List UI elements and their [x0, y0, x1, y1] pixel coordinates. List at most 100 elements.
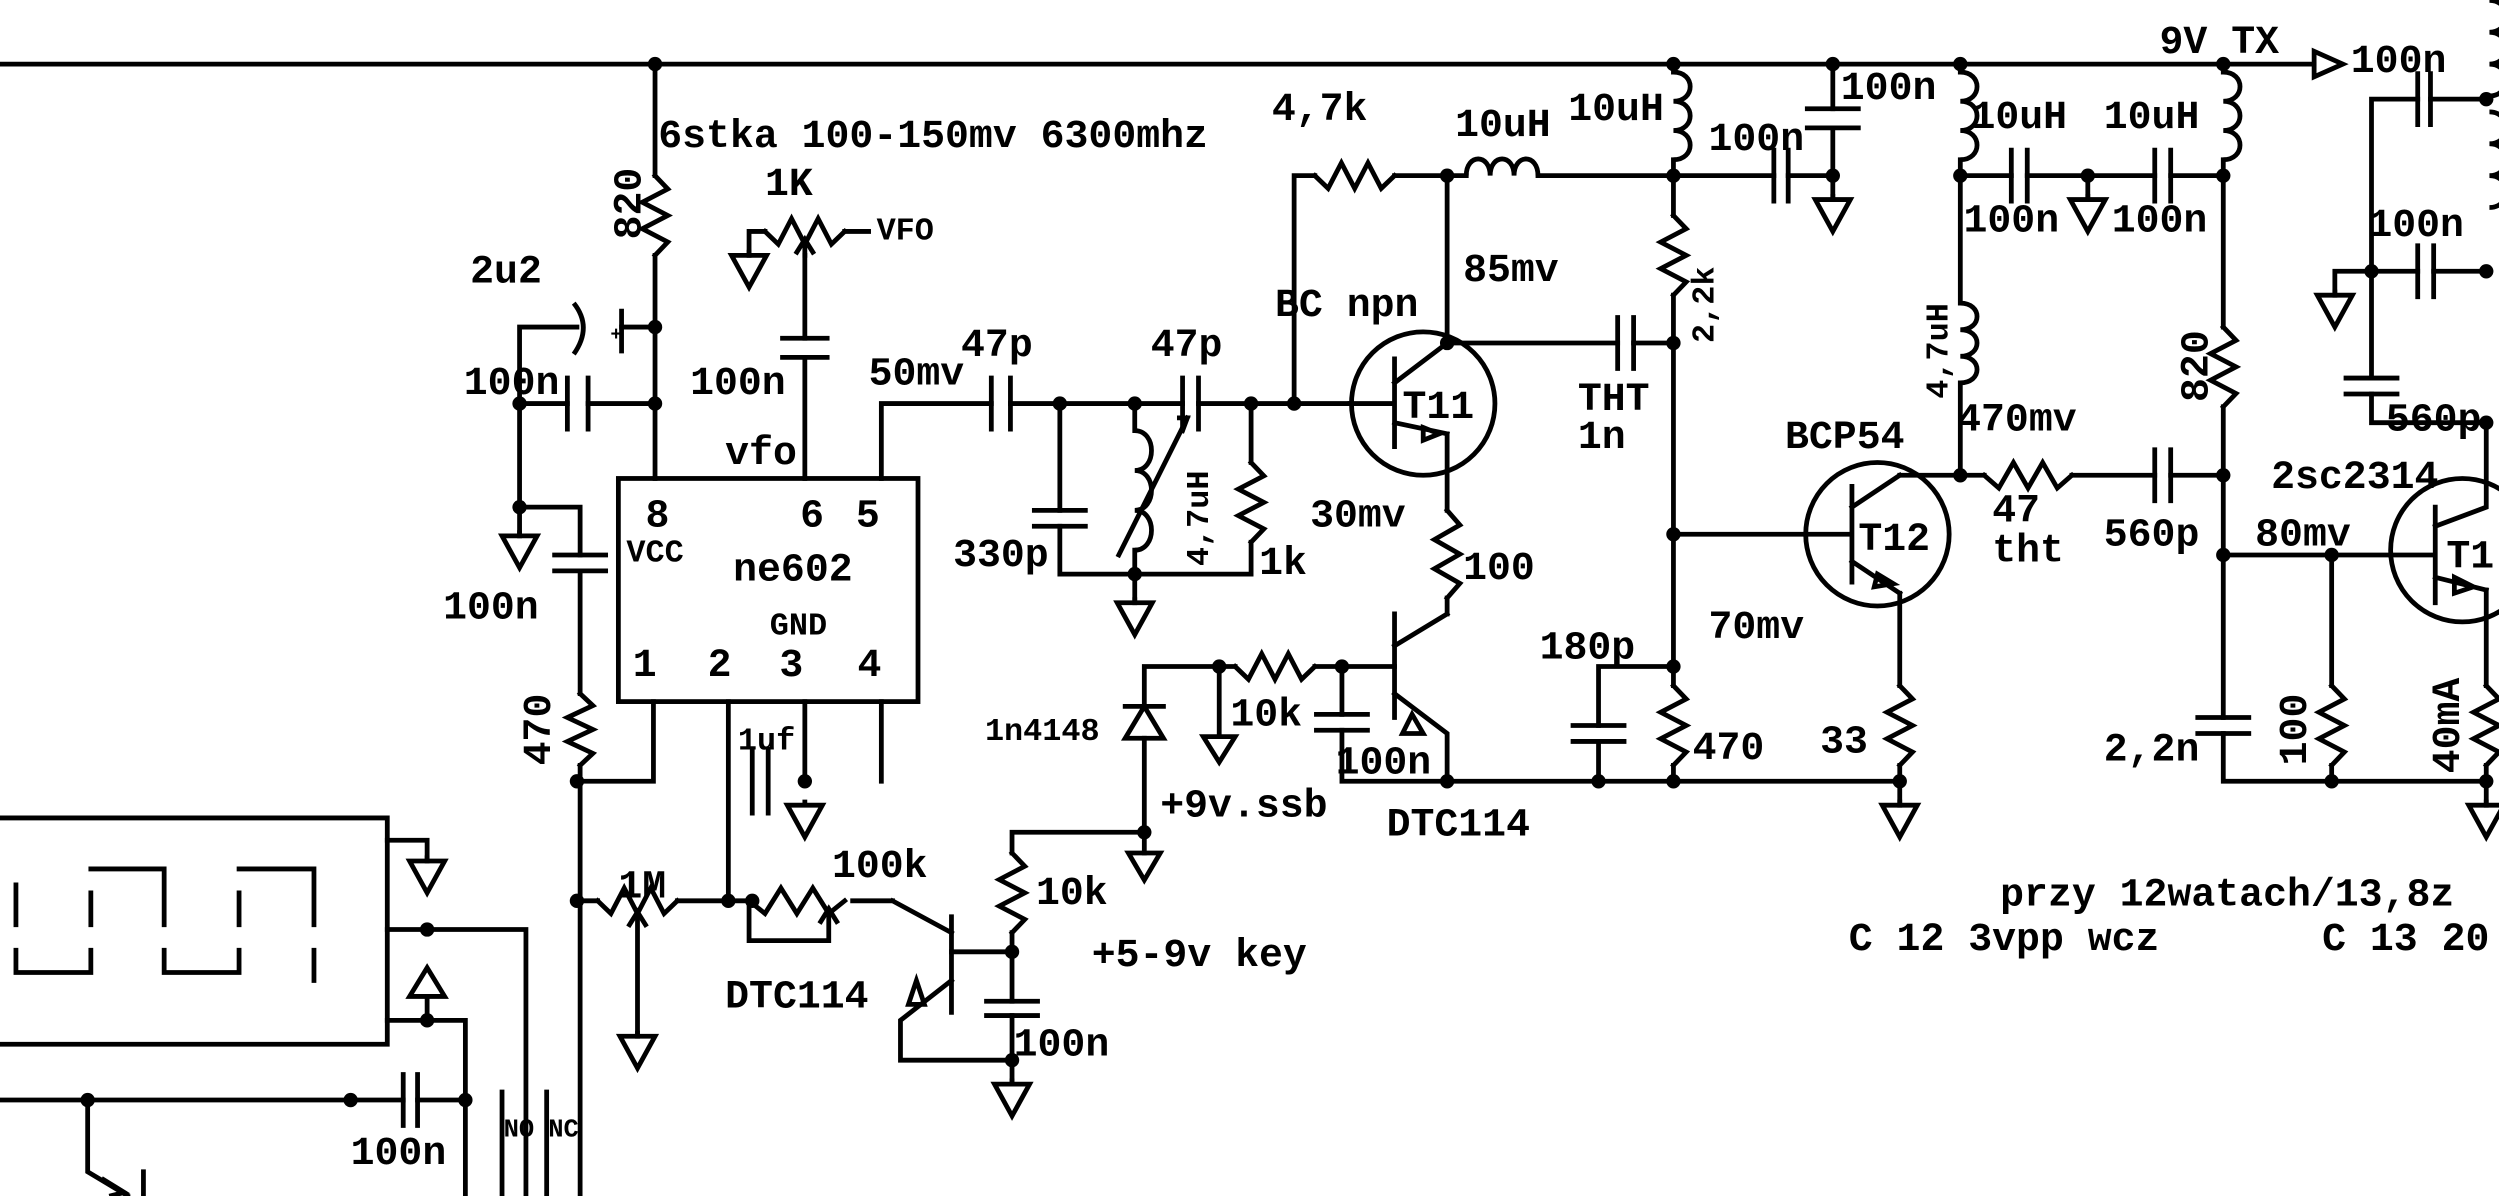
inductor-label: 4,7uH: [1921, 303, 1958, 399]
resistor: [1311, 157, 1398, 194]
junction-dot: [1439, 335, 1455, 351]
junction-dot: [721, 893, 736, 908]
voltage-label: 85mv: [1463, 248, 1559, 293]
resistor: [1881, 682, 1918, 769]
components: [80, 0, 2499, 1128]
ground-icon: [1878, 799, 1922, 843]
junction-dot: [1892, 774, 1907, 789]
junction-dot: [1825, 168, 1840, 183]
junction-dot: [458, 1092, 473, 1108]
ic-pin-label: vfo: [725, 431, 797, 476]
resistor-label: 10k: [1036, 871, 1108, 916]
resistor: [1231, 648, 1319, 685]
ground-icon: [615, 1030, 660, 1074]
junction-dot: [1953, 56, 1968, 72]
junction-dot: [1243, 396, 1259, 411]
voltage-label: 30mv: [1310, 493, 1406, 538]
capacitor: [2415, 243, 2437, 300]
cap-label: 2u2: [470, 249, 542, 294]
capacitor: [2415, 71, 2433, 128]
capacitor: [1314, 711, 1370, 733]
resistor-label: 820: [2174, 330, 2219, 402]
transistor-type-label: DTC114: [1387, 802, 1530, 847]
resistor-label: 100: [2273, 694, 2318, 766]
cap-label: 100n: [1841, 66, 1937, 111]
cap-label: 47p: [1151, 323, 1223, 368]
junction-dot: [1666, 527, 1681, 542]
cap-label: 100n: [351, 1131, 447, 1176]
resistor: [745, 883, 849, 919]
junction-dot: [2080, 168, 2095, 183]
ic-pin-label: GND: [770, 608, 827, 645]
rail-label: 9V TX: [2160, 20, 2280, 65]
resistor: [1655, 682, 1692, 769]
junction-dot: [419, 922, 435, 937]
cap-label: 100n: [1336, 740, 1432, 785]
cap-label: 2,2n: [2104, 728, 2200, 773]
pot-label: 100k: [832, 844, 928, 889]
capacitor: [2152, 447, 2174, 504]
junction-dot: [1137, 825, 1152, 840]
cap-label: 180p: [1540, 626, 1636, 671]
cap-label: 100n: [2368, 203, 2464, 248]
cap-label: 100n: [690, 361, 786, 406]
capacitor-2u2: +: [571, 301, 624, 356]
wire: [2332, 96, 2489, 426]
resistor-label: tht: [1992, 528, 2064, 573]
cap-label: 1n: [1578, 415, 1626, 460]
ic-ne602: [615, 476, 921, 704]
resistor-label: 47: [1992, 489, 2040, 534]
switch-label: NC: [548, 1116, 579, 1145]
junction-dot: [1953, 168, 1968, 183]
ssb-label: +9v.ssb: [1160, 783, 1327, 828]
wire: [850, 664, 1345, 1087]
junction-dot: [1666, 659, 1681, 674]
junction-dot: [1953, 468, 1968, 483]
junction-dot: [2324, 774, 2339, 789]
resistor-label: 2,2k: [1686, 267, 1723, 343]
junction-dot: [1286, 396, 1302, 411]
resistor-label: 470: [1693, 726, 1765, 771]
resistor-label: 1k: [1259, 541, 1307, 586]
junction-dot: [1212, 659, 1227, 674]
transistor-type-label: BCP54: [1785, 415, 1905, 460]
switch-label: NO: [504, 1116, 535, 1145]
junction-dot: [2216, 56, 2231, 72]
capacitor: [2152, 147, 2174, 204]
cap-label: 100n: [443, 586, 539, 631]
resistor: [594, 882, 681, 919]
ground-icon: [497, 530, 542, 573]
transistor-label: T11: [1403, 385, 1475, 430]
resistor-label: 100: [1463, 546, 1535, 591]
wire: [517, 61, 884, 1196]
cap-label: 47p: [961, 323, 1033, 368]
junction-dot: [2216, 547, 2231, 563]
resistor: [1429, 506, 1465, 602]
inductor-label: 10uH: [2104, 95, 2200, 140]
capacitor: [1615, 315, 1636, 371]
junction-dot: [569, 774, 585, 789]
junction-dot: [343, 1092, 358, 1108]
ic-pin-label: VCC: [626, 534, 683, 571]
pot-label: 1K: [765, 162, 813, 207]
junction-dot: [569, 893, 585, 908]
junction-dot: [80, 1092, 95, 1108]
note-label: C 13 20: [2322, 917, 2489, 962]
ic-pin-number: 6: [800, 493, 824, 538]
ground-icon: [1811, 193, 1855, 237]
transistor-t13: [2388, 420, 2499, 625]
capacitor: [552, 552, 609, 574]
inductor-label: 10uH: [1455, 103, 1551, 148]
inductor: [1960, 300, 1980, 386]
junction-dot: [797, 774, 813, 789]
inductor: [2222, 69, 2243, 163]
cap-label: 100n: [1709, 117, 1805, 162]
voltage-label: 470mv: [1957, 398, 2077, 443]
capacitor: [1771, 147, 1791, 204]
junction-dot: [2364, 264, 2379, 279]
crystal-filter: [0, 815, 390, 1047]
transistor-dtc114-lower: [905, 914, 954, 1015]
vfo-label: VFO: [877, 212, 934, 249]
wire: [0, 837, 832, 1196]
